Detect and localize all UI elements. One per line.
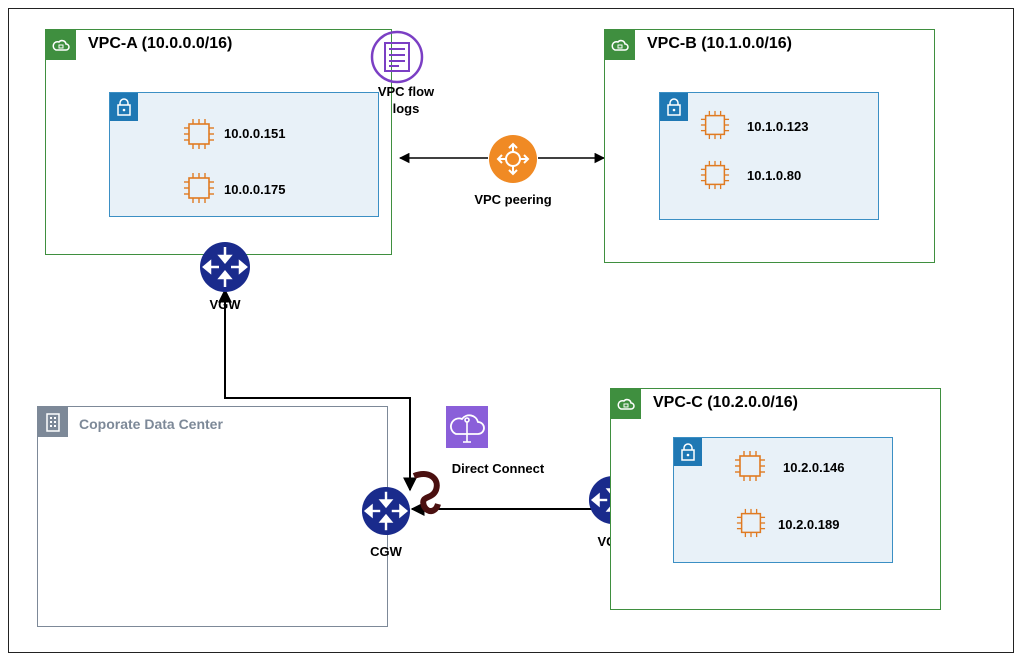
vpc-peering-label: VPC peering xyxy=(474,192,552,207)
data-center-title: Coporate Data Center xyxy=(79,416,223,432)
diagram-frame xyxy=(8,8,1014,653)
cgw-label: CGW xyxy=(370,544,402,559)
direct-connect-label: Direct Connect xyxy=(451,461,545,476)
flow-logs-label-line1: VPC flow xyxy=(377,84,435,99)
vpc-c-subnet xyxy=(673,437,893,563)
instance-ip: 10.2.0.146 xyxy=(783,460,845,475)
ec2-instance-icon xyxy=(700,160,730,195)
vpc-a-title: VPC-A (10.0.0.0/16) xyxy=(88,35,233,52)
flow-logs-label-line2: logs xyxy=(392,101,420,116)
vpc-b-subnet xyxy=(659,92,879,220)
vgw-a-label: VGW xyxy=(209,297,241,312)
vpc-a-subnet xyxy=(109,92,379,217)
instance-ip: 10.2.0.189 xyxy=(778,517,840,532)
instance-ip: 10.0.0.175 xyxy=(224,182,286,197)
corporate-data-center-group: Coporate Data Center xyxy=(37,406,388,627)
ec2-instance-icon xyxy=(734,450,766,487)
ec2-instance-icon xyxy=(736,508,766,543)
vpc-peering-icon xyxy=(488,134,538,189)
vpc-c-title: VPC-C (10.2.0.0/16) xyxy=(653,394,798,411)
direct-connect-icon xyxy=(446,406,488,453)
vpc-b-group: VPC-B (10.1.0.0/16) xyxy=(604,29,935,263)
lock-icon xyxy=(110,93,138,121)
instance-ip: 10.0.0.151 xyxy=(224,126,286,141)
direct-connect-link xyxy=(412,470,441,514)
ec2-instance-icon xyxy=(700,110,730,145)
vpc-c-group: VPC-C (10.2.0.0/16) xyxy=(610,388,941,610)
vpc-a-group: VPC-A (10.0.0.0/16) xyxy=(45,29,392,255)
cloud-icon xyxy=(611,389,641,419)
building-icon xyxy=(38,407,68,437)
cgw-router-icon xyxy=(361,486,411,541)
flow-logs-icon xyxy=(369,30,425,89)
cloud-icon xyxy=(605,30,635,60)
instance-ip: 10.1.0.80 xyxy=(747,168,802,183)
lock-icon xyxy=(660,93,688,121)
instance-ip: 10.1.0.123 xyxy=(747,119,809,134)
ec2-instance-icon xyxy=(183,118,215,155)
lock-icon xyxy=(674,438,702,466)
cloud-icon xyxy=(46,30,76,60)
vgw-cgw-path xyxy=(218,288,417,492)
vgw-router-icon xyxy=(199,241,251,298)
ec2-instance-icon xyxy=(183,172,215,209)
vpc-b-title: VPC-B (10.1.0.0/16) xyxy=(647,35,792,52)
